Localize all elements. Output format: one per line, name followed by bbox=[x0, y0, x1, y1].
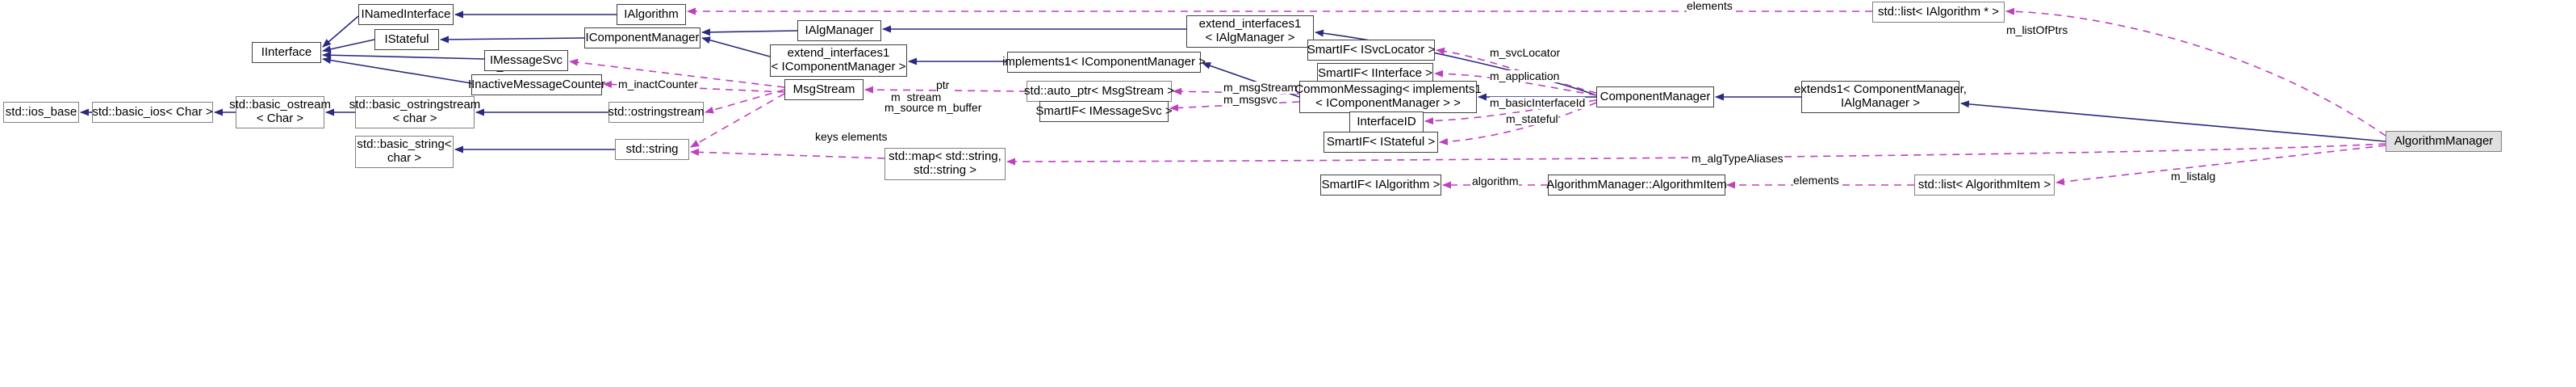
node-std-basic-ostringstream[interactable]: std::basic_ostringstream < char > bbox=[349, 96, 480, 128]
edge-label-m-msgsvc: m_msgsvc bbox=[1223, 93, 1278, 107]
edge-label-m-listalg: m_listalg bbox=[2171, 170, 2216, 183]
edge-label-m-stream: m_stream bbox=[891, 90, 942, 104]
node-commonmessaging[interactable]: CommonMessaging< implements1 < IComponen… bbox=[1294, 81, 1482, 113]
node-smartif-isvclocator[interactable]: SmartIF< ISvcLocator > bbox=[1307, 40, 1435, 61]
node-std-basic-ios[interactable]: std::basic_ios< Char > bbox=[92, 102, 213, 123]
node-ialgmanager[interactable]: IAlgManager bbox=[797, 20, 881, 41]
node-imessagesvc[interactable]: IMessageSvc bbox=[484, 50, 568, 71]
edge-label-elements-bottom: elements bbox=[1793, 174, 1839, 187]
edge-label-m-listofptrs: m_listOfPtrs bbox=[2006, 23, 2068, 37]
edge-label-ptr: ptr bbox=[936, 78, 950, 92]
node-icomponentmanager[interactable]: IComponentManager bbox=[584, 27, 700, 48]
node-std-list-algorithmitem[interactable]: std::list< AlgorithmItem > bbox=[1914, 175, 2055, 196]
node-std-string[interactable]: std::string bbox=[615, 139, 689, 160]
node-std-auto-ptr-msgstream[interactable]: std::auto_ptr< MsgStream > bbox=[1024, 81, 1174, 102]
node-ialgorithm[interactable]: IAlgorithm bbox=[617, 4, 686, 25]
node-smartif-istateful[interactable]: SmartIF< IStateful > bbox=[1324, 132, 1438, 153]
node-extend-interfaces1-ialgmanager[interactable]: extend_interfaces1 < IAlgManager > bbox=[1186, 15, 1314, 48]
node-algorithmmanager[interactable]: AlgorithmManager bbox=[2386, 131, 2502, 152]
node-extend-interfaces1-icomponentmanager[interactable]: extend_interfaces1 < IComponentManager > bbox=[770, 44, 907, 77]
node-algorithmmanager-algorithmitem[interactable]: AlgorithmManager::AlgorithmItem bbox=[1546, 175, 1727, 196]
node-std-ios-base[interactable]: std::ios_base bbox=[3, 102, 79, 123]
edge-label-m-stateful: m_stateful bbox=[1506, 112, 1558, 126]
node-inamedinterface[interactable]: INamedInterface bbox=[358, 4, 454, 25]
node-msgstream[interactable]: MsgStream bbox=[784, 79, 864, 100]
node-smartif-ialgorithm[interactable]: SmartIF< IAlgorithm > bbox=[1320, 175, 1441, 196]
node-std-map-string-string[interactable]: std::map< std::string, std::string > bbox=[884, 148, 1006, 180]
node-std-basic-ostream[interactable]: std::basic_ostream < Char > bbox=[229, 96, 331, 128]
edge-label-elements-top: elements bbox=[1687, 0, 1733, 13]
node-extends1-componentmanager-ialgmanager[interactable]: extends1< ComponentManager, IAlgManager … bbox=[1794, 81, 1967, 113]
node-implements1-icomponentmanager[interactable]: implements1< IComponentManager > bbox=[1002, 52, 1206, 73]
edge-label-m-svclocator: m_svcLocator bbox=[1490, 46, 1561, 60]
edge-label-m-inactcounter: m_inactCounter bbox=[618, 78, 698, 91]
node-smartif-imessagesvc[interactable]: SmartIF< IMessageSvc > bbox=[1035, 101, 1173, 122]
node-iinactivemessagecounter[interactable]: IInactiveMessageCounter bbox=[468, 74, 605, 95]
edge-label-m-basicinterfaceid: m_basicInterfaceId bbox=[1490, 96, 1586, 110]
node-std-ostringstream[interactable]: std::ostringstream bbox=[608, 102, 705, 123]
edge-label-algorithm: algorithm bbox=[1472, 175, 1519, 188]
node-iinterface[interactable]: IInterface bbox=[252, 42, 321, 63]
node-interfaceid[interactable]: InterfaceID bbox=[1349, 111, 1424, 133]
node-istateful[interactable]: IStateful bbox=[374, 29, 439, 50]
node-std-basic-string[interactable]: std::basic_string< char > bbox=[355, 136, 454, 168]
edge-label-m-application: m_application bbox=[1490, 69, 1560, 83]
edge-label-keys-elements: keys elements bbox=[815, 130, 888, 144]
node-componentmanager[interactable]: ComponentManager bbox=[1596, 86, 1714, 107]
edge-label-m-source-m-buffer: m_source m_buffer bbox=[884, 101, 982, 115]
edge-label-m-algtypealiases: m_algTypeAliases bbox=[1692, 152, 1784, 166]
node-std-list-ialgorithm-ptr[interactable]: std::list< IAlgorithm * > bbox=[1872, 2, 2005, 23]
